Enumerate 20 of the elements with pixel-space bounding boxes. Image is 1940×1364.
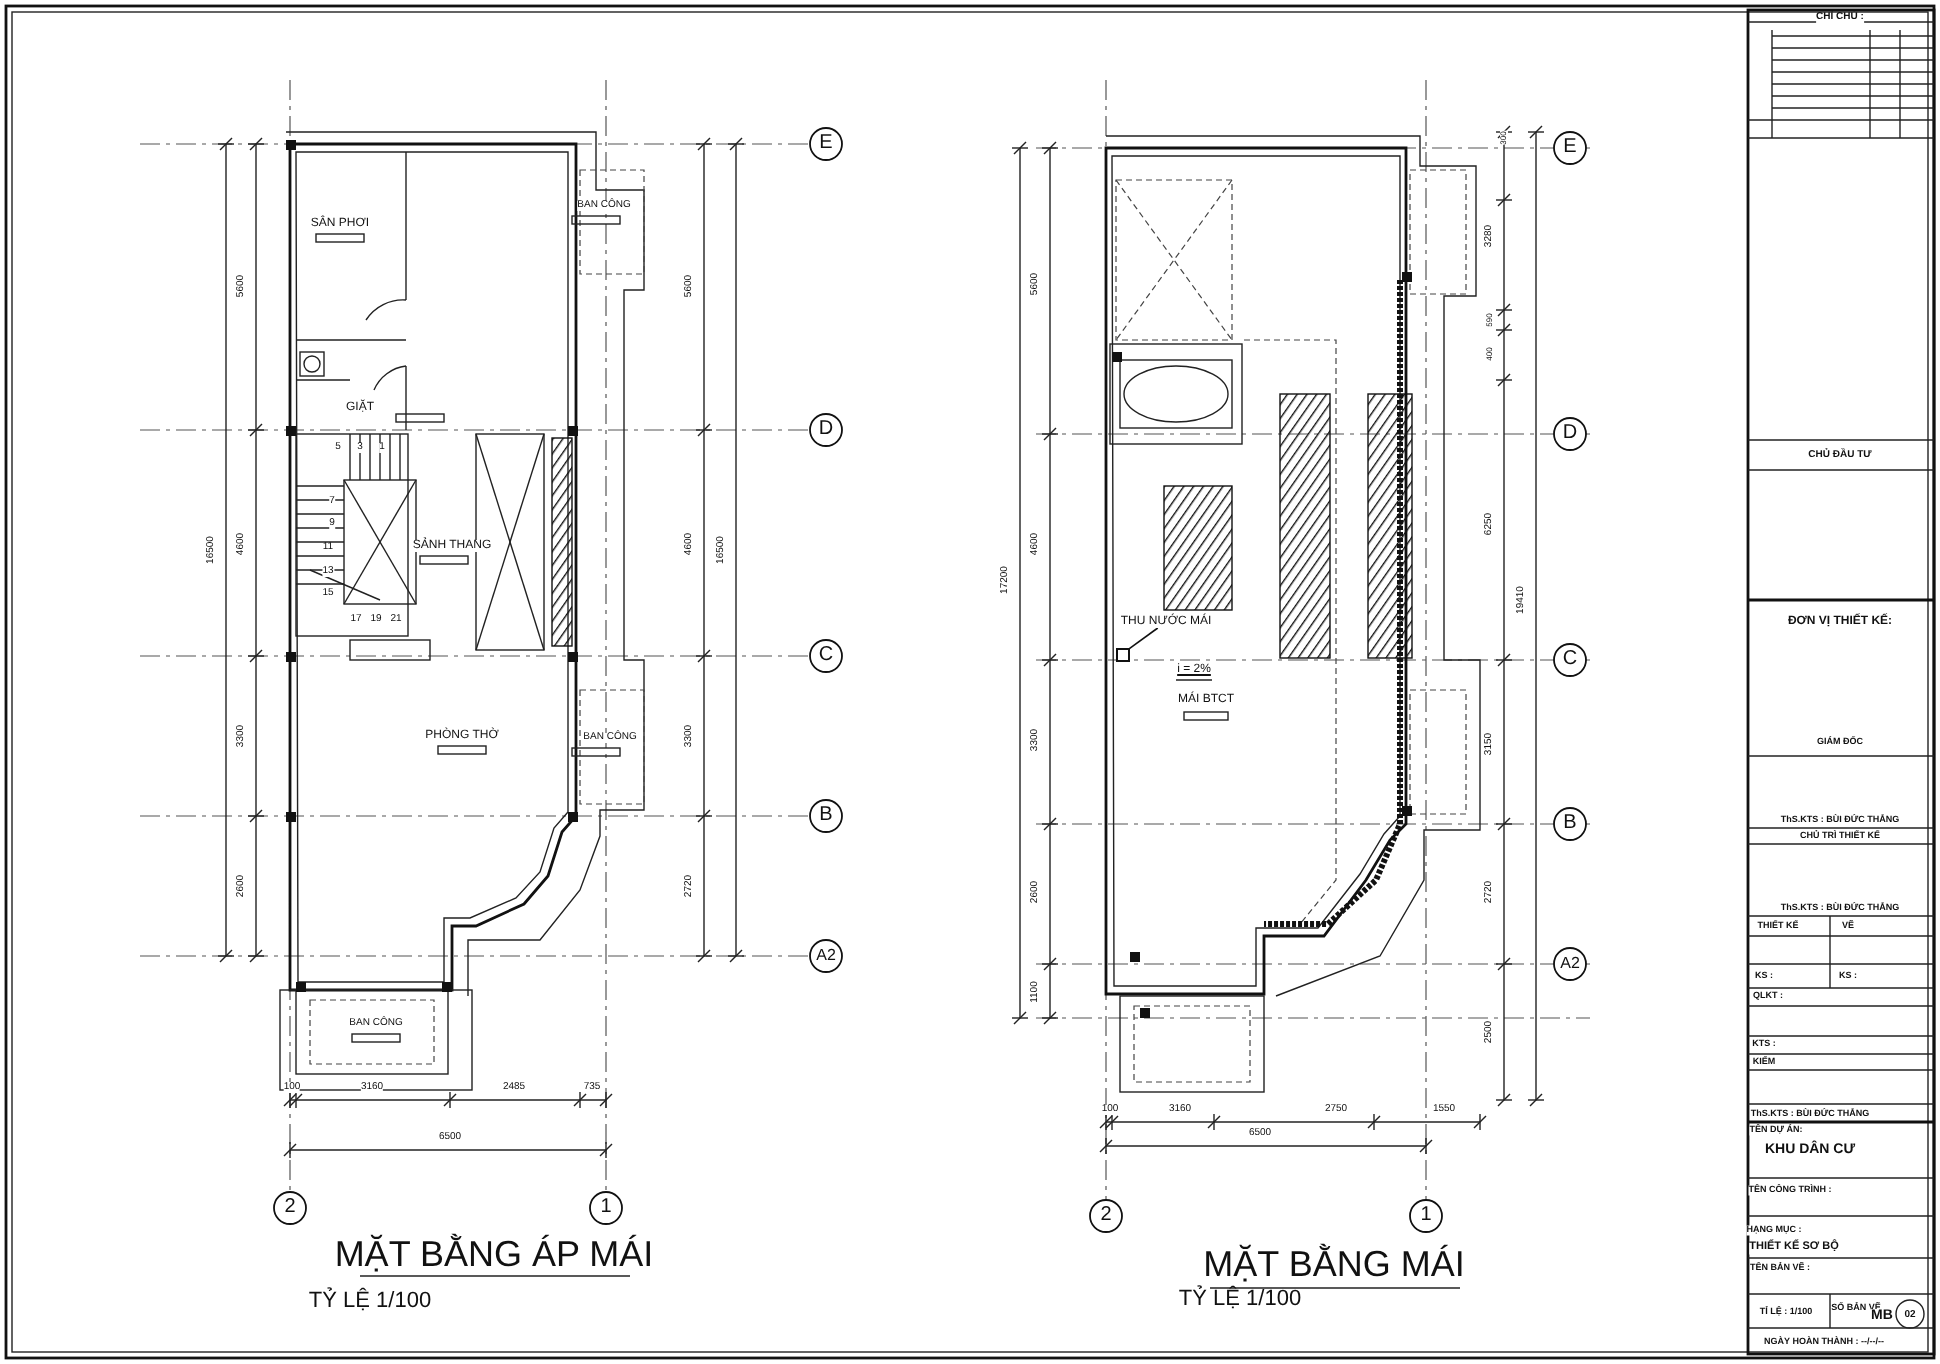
leader-line bbox=[1128, 627, 1159, 650]
axis-label: A2 bbox=[816, 948, 836, 964]
axis-label: 2 bbox=[1100, 1206, 1112, 1226]
scale-note: TỶ LỆ 1/100 bbox=[308, 1291, 432, 1313]
drawing-title: MẶT BẰNG MÁI bbox=[1203, 1246, 1465, 1282]
axis-label: E bbox=[1563, 138, 1577, 158]
axis-label: C bbox=[818, 646, 834, 666]
axis-label: A2 bbox=[1560, 956, 1580, 972]
axis-label: 1 bbox=[1420, 1206, 1432, 1226]
axis-label: B bbox=[819, 806, 833, 826]
axis-label: B bbox=[1563, 814, 1577, 834]
roof-drain bbox=[1115, 647, 1129, 661]
axis-label: D bbox=[1562, 424, 1578, 444]
axis-label: D bbox=[818, 420, 834, 440]
axis-label: E bbox=[819, 134, 833, 154]
axis-label: 2 bbox=[284, 1198, 296, 1218]
axis-label: C bbox=[1562, 650, 1578, 670]
drawing-title: MẶT BẰNG ÁP MÁI bbox=[334, 1236, 654, 1272]
axis-label: 1 bbox=[600, 1198, 612, 1218]
scale-note: TỶ LỆ 1/100 bbox=[1178, 1289, 1302, 1311]
